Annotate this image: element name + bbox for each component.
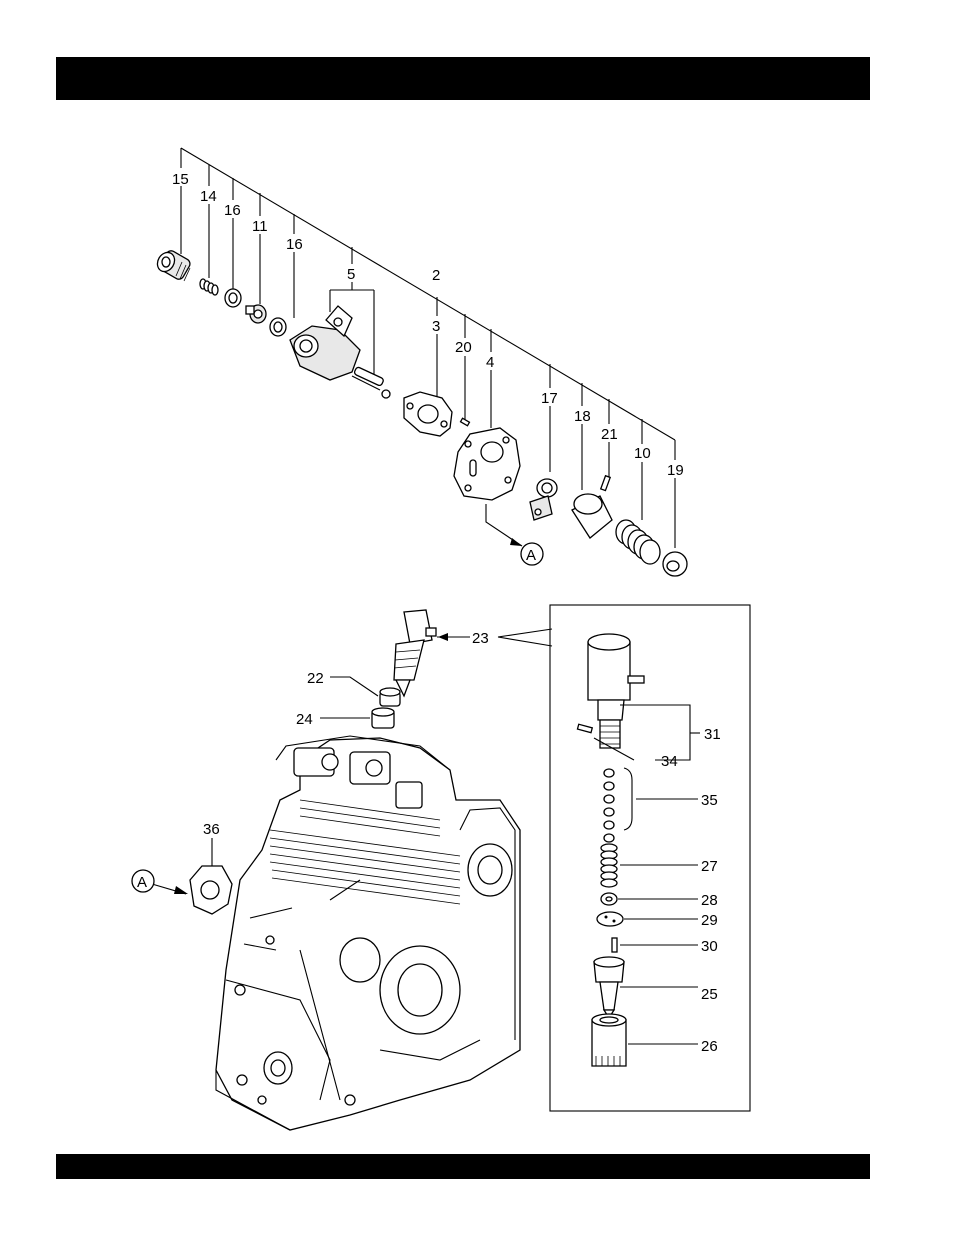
pump-body: [290, 306, 390, 398]
callout-23: 23: [472, 630, 489, 647]
callout-24: 24: [296, 711, 313, 728]
callout-15: 15: [172, 171, 189, 188]
callout-20: 20: [455, 339, 472, 356]
callout-22: 22: [307, 670, 324, 687]
callout-17: 17: [541, 390, 558, 407]
engine-block: [216, 736, 520, 1130]
callout-19: 19: [667, 462, 684, 479]
washer-a: [225, 289, 241, 307]
callout-14: 14: [200, 188, 217, 205]
plunger-spring: [616, 520, 660, 564]
side-cover-gasket: 36 A: [132, 821, 232, 914]
callout-30: 30: [701, 938, 718, 955]
callout-29: 29: [701, 912, 718, 929]
spring-seat: [663, 552, 687, 576]
pin-20: [461, 418, 470, 425]
control-sleeve: [572, 494, 612, 538]
footer-bar: [56, 1154, 870, 1179]
control-clamp: [530, 479, 557, 520]
callout-a-lower: A: [137, 874, 147, 891]
callout-18: 18: [574, 408, 591, 425]
callout-2: 2: [432, 267, 440, 284]
delivery-valve: [246, 305, 266, 323]
injection-pump-detail: 31 34 35 27 28 29 30: [550, 605, 750, 1111]
callout-3: 3: [432, 318, 440, 335]
callout-27: 27: [701, 858, 718, 875]
mounting-plate: [454, 428, 520, 500]
detail-frame: [550, 605, 750, 1111]
washer-b: [270, 318, 286, 336]
callout-4: 4: [486, 354, 494, 371]
callout-26: 26: [701, 1038, 718, 1055]
callout-25: 25: [701, 986, 718, 1003]
callout-5: 5: [347, 266, 355, 283]
callout-11: 11: [252, 218, 268, 235]
gasket: [404, 392, 452, 436]
callout-21: 21: [601, 426, 618, 443]
callout-a-upper: A: [526, 547, 536, 564]
callout-16-b: 16: [286, 236, 303, 253]
callout-28: 28: [701, 892, 718, 909]
fuel-injection-pump: 23 22 24: [296, 610, 489, 728]
callout-35: 35: [701, 792, 718, 809]
callout-34: 34: [661, 753, 678, 770]
callout-16-a: 16: [224, 202, 241, 219]
small-spring: [200, 279, 218, 295]
callout-36: 36: [203, 821, 220, 838]
delivery-valve-holder: [154, 249, 192, 281]
pin-21: [601, 476, 610, 491]
callout-31: 31: [704, 726, 721, 743]
callout-10: 10: [634, 445, 651, 462]
upper-parts: A: [154, 249, 687, 576]
